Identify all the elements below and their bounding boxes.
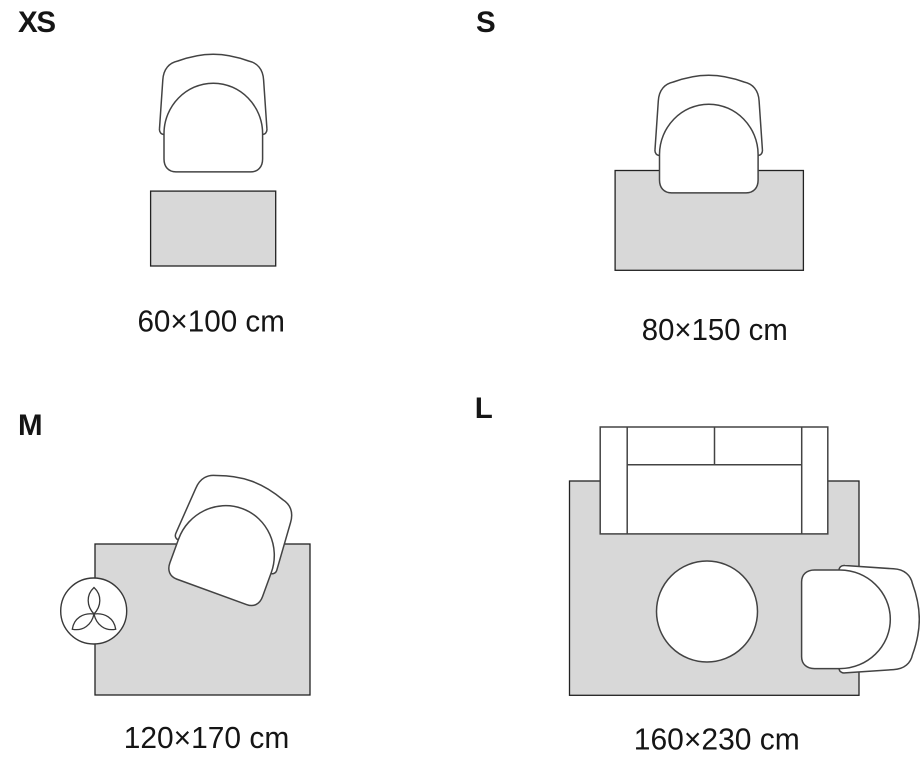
svg-text:XS: XS bbox=[18, 6, 56, 39]
svg-text:M: M bbox=[18, 409, 43, 442]
svg-text:L: L bbox=[475, 392, 493, 425]
svg-text:60×100 cm: 60×100 cm bbox=[137, 303, 285, 338]
svg-text:160×230 cm: 160×230 cm bbox=[634, 721, 800, 756]
svg-text:S: S bbox=[476, 6, 496, 39]
svg-text:80×150 cm: 80×150 cm bbox=[642, 312, 788, 347]
svg-text:120×170 cm: 120×170 cm bbox=[124, 720, 290, 755]
